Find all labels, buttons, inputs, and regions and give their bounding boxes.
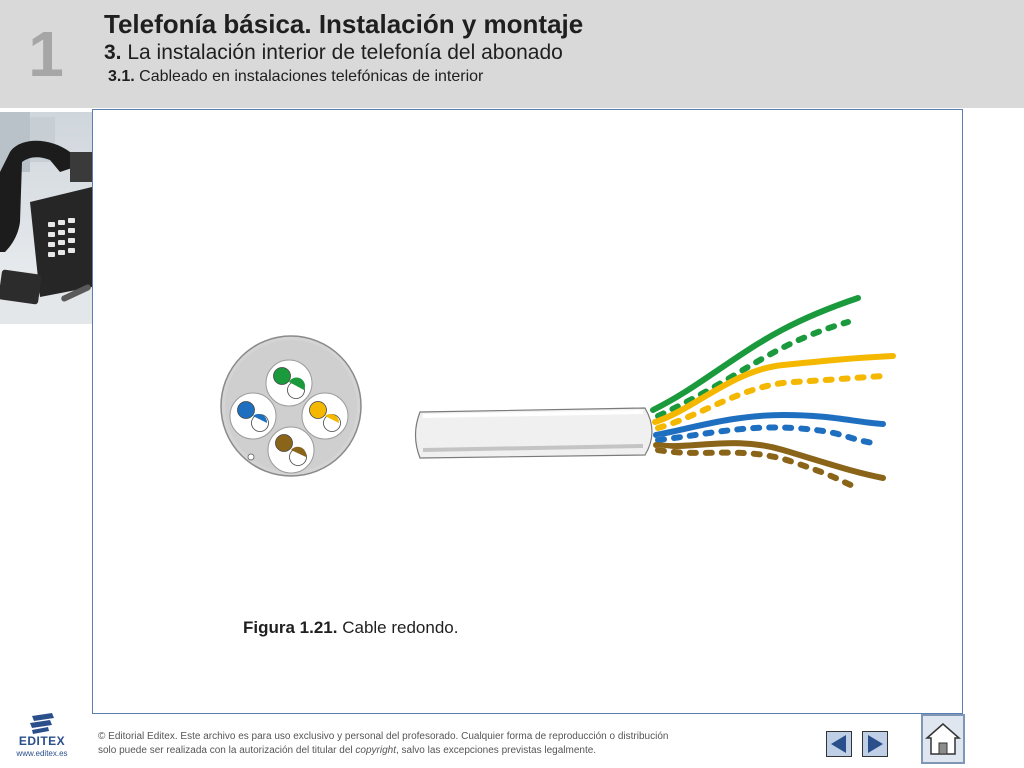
- home-button[interactable]: [921, 714, 965, 764]
- telephone-illustration: [0, 112, 92, 324]
- page-title: Telefonía básica. Instalación y montaje: [104, 9, 584, 39]
- twisted-pairs: [650, 295, 896, 491]
- next-arrow-icon: [868, 735, 883, 753]
- section-heading: 3. La instalación interior de telefonía …: [104, 40, 1014, 66]
- caption-label: Figura 1.21.: [243, 618, 338, 637]
- copyright-word: copyright: [355, 745, 396, 756]
- subsection-number: 3.1.: [108, 68, 135, 85]
- copyright-line-2: solo puede ser realizada con la autoriza…: [98, 744, 738, 758]
- figure-panel: Figura 1.21. Cable redondo.: [92, 109, 963, 714]
- header-bar: [0, 0, 1024, 108]
- copyright-line-2-a: solo puede ser realizada con la autoriza…: [98, 745, 356, 756]
- cable-jacket: [414, 407, 653, 459]
- figure-caption: Figura 1.21. Cable redondo.: [243, 618, 458, 638]
- telephone-photo: [0, 112, 92, 324]
- copyright-line-1: © Editorial Editex. Este archivo es para…: [98, 731, 669, 742]
- caption-text: Cable redondo.: [342, 618, 459, 637]
- logo-mark-icon: [30, 713, 54, 734]
- title-block: Telefonía básica. Instalación y montaje …: [104, 8, 1014, 88]
- prev-arrow-icon: [831, 735, 846, 753]
- section-number: 3.: [104, 41, 122, 64]
- chapter-number: 1: [0, 0, 92, 108]
- next-slide-button[interactable]: [862, 731, 888, 757]
- logo-url: www.editex.es: [16, 749, 68, 758]
- editex-logo: EDITEX www.editex.es: [10, 712, 74, 764]
- subsection-title: Cableado en instalaciones telefónicas de…: [139, 68, 484, 85]
- copyright-line-2-b: , salvo las excepciones previstas legalm…: [395, 745, 597, 756]
- section-title: La instalación interior de telefonía del…: [127, 41, 563, 64]
- cable-cross-section: [220, 335, 362, 477]
- subsection-heading: 3.1. Cableado en instalaciones telefónic…: [108, 66, 1014, 88]
- logo-text: EDITEX: [18, 734, 66, 748]
- home-icon: [925, 723, 961, 755]
- copyright-notice: © Editorial Editex. Este archivo es para…: [98, 730, 738, 758]
- round-cable-figure: [220, 295, 896, 491]
- previous-slide-button[interactable]: [826, 731, 852, 757]
